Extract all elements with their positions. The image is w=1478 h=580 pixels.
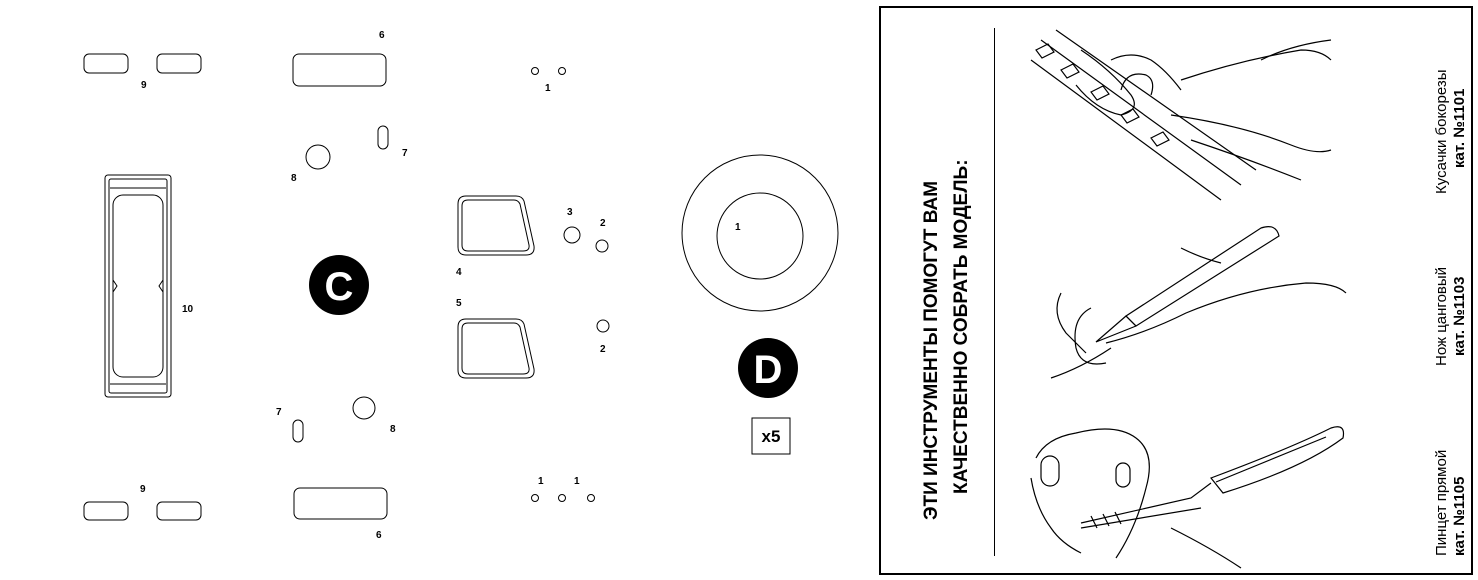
part-10-frame: [104, 174, 172, 398]
part-number: 6: [376, 530, 382, 541]
part-1-top-a: [531, 67, 539, 75]
part-3: [563, 226, 581, 244]
part-7-bottom: [292, 419, 304, 443]
part-number: 5: [456, 298, 462, 309]
part-9-top-left: [83, 53, 129, 74]
part-number: 1: [735, 222, 741, 233]
part-number: 7: [402, 148, 408, 159]
part-number: 1: [538, 476, 544, 487]
part-number: 6: [379, 30, 385, 41]
tweezers-icon: [1030, 426, 1345, 569]
part-1-bottom-b: [558, 494, 566, 502]
multiplier-box: [751, 417, 791, 455]
part-1-bottom-a: [531, 494, 539, 502]
frame-d-letter: D: [754, 348, 783, 392]
frame-c-letter: C: [325, 265, 354, 309]
frame-d-badge: [738, 338, 798, 398]
part-number: 1: [545, 83, 551, 94]
part-5-inner: [461, 322, 530, 375]
tool-name-side-cutters: Кусачки бокорезы: [1433, 69, 1450, 194]
sprue-diagram: C D x5 6 9 1 7 8 10 3 2 4 5 2 7 8 9 1 1 …: [83, 30, 839, 541]
part-1-top-b: [558, 67, 566, 75]
part-number: 1: [574, 476, 580, 487]
part-8-top: [305, 144, 331, 170]
part-number: 10: [182, 304, 194, 315]
part-4-inner: [461, 199, 530, 252]
tool-catalog-tweezers: кат. №1105: [1451, 476, 1468, 556]
hobby-knife-icon: [1050, 226, 1347, 379]
headline-line1: ЭТИ ИНСТРУМЕНТЫ ПОМОГУТ ВАМ: [921, 180, 942, 520]
tools-panel: ЭТИ ИНСТРУМЕНТЫ ПОМОГУТ ВАМ КАЧЕСТВЕННО …: [879, 6, 1473, 575]
part-number: 3: [567, 207, 573, 218]
part-number: 2: [600, 218, 606, 229]
part-number: 4: [456, 267, 462, 278]
part-number: 9: [141, 80, 147, 91]
side-cutters-icon: [1030, 29, 1332, 201]
part-number: 8: [291, 173, 297, 184]
part-number: 7: [276, 407, 282, 418]
part-2-b: [596, 319, 610, 333]
part-2-a: [595, 239, 609, 253]
part-number: 8: [390, 424, 396, 435]
part-5: [457, 318, 535, 379]
part-1-wheel-inner: [716, 192, 804, 280]
part-1-bottom-c: [587, 494, 595, 502]
part-9-top-right: [156, 53, 202, 74]
part-number: 9: [140, 484, 146, 495]
part-9-bottom-right: [156, 501, 202, 521]
part-number: 2: [600, 344, 606, 355]
part-4: [457, 195, 535, 256]
part-6-top: [292, 53, 387, 87]
tool-catalog-hobby-knife: кат. №1103: [1451, 276, 1468, 356]
part-1-wheel-outer: [681, 154, 839, 312]
panel-divider: [994, 28, 995, 556]
part-7-top: [377, 125, 389, 150]
part-6-bottom: [293, 487, 388, 520]
tool-name-tweezers: Пинцет прямой: [1433, 449, 1450, 556]
frame-d-multiplier: x5: [762, 427, 781, 446]
part-8-bottom: [352, 396, 376, 420]
headline-line2: КАЧЕСТВЕННО СОБРАТЬ МОДЕЛЬ:: [951, 159, 972, 494]
frame-c-badge: [309, 255, 369, 315]
part-9-bottom-left: [83, 501, 129, 521]
tool-name-hobby-knife: Нож цанговый: [1433, 266, 1450, 366]
tool-catalog-side-cutters: кат. №1101: [1451, 88, 1468, 168]
